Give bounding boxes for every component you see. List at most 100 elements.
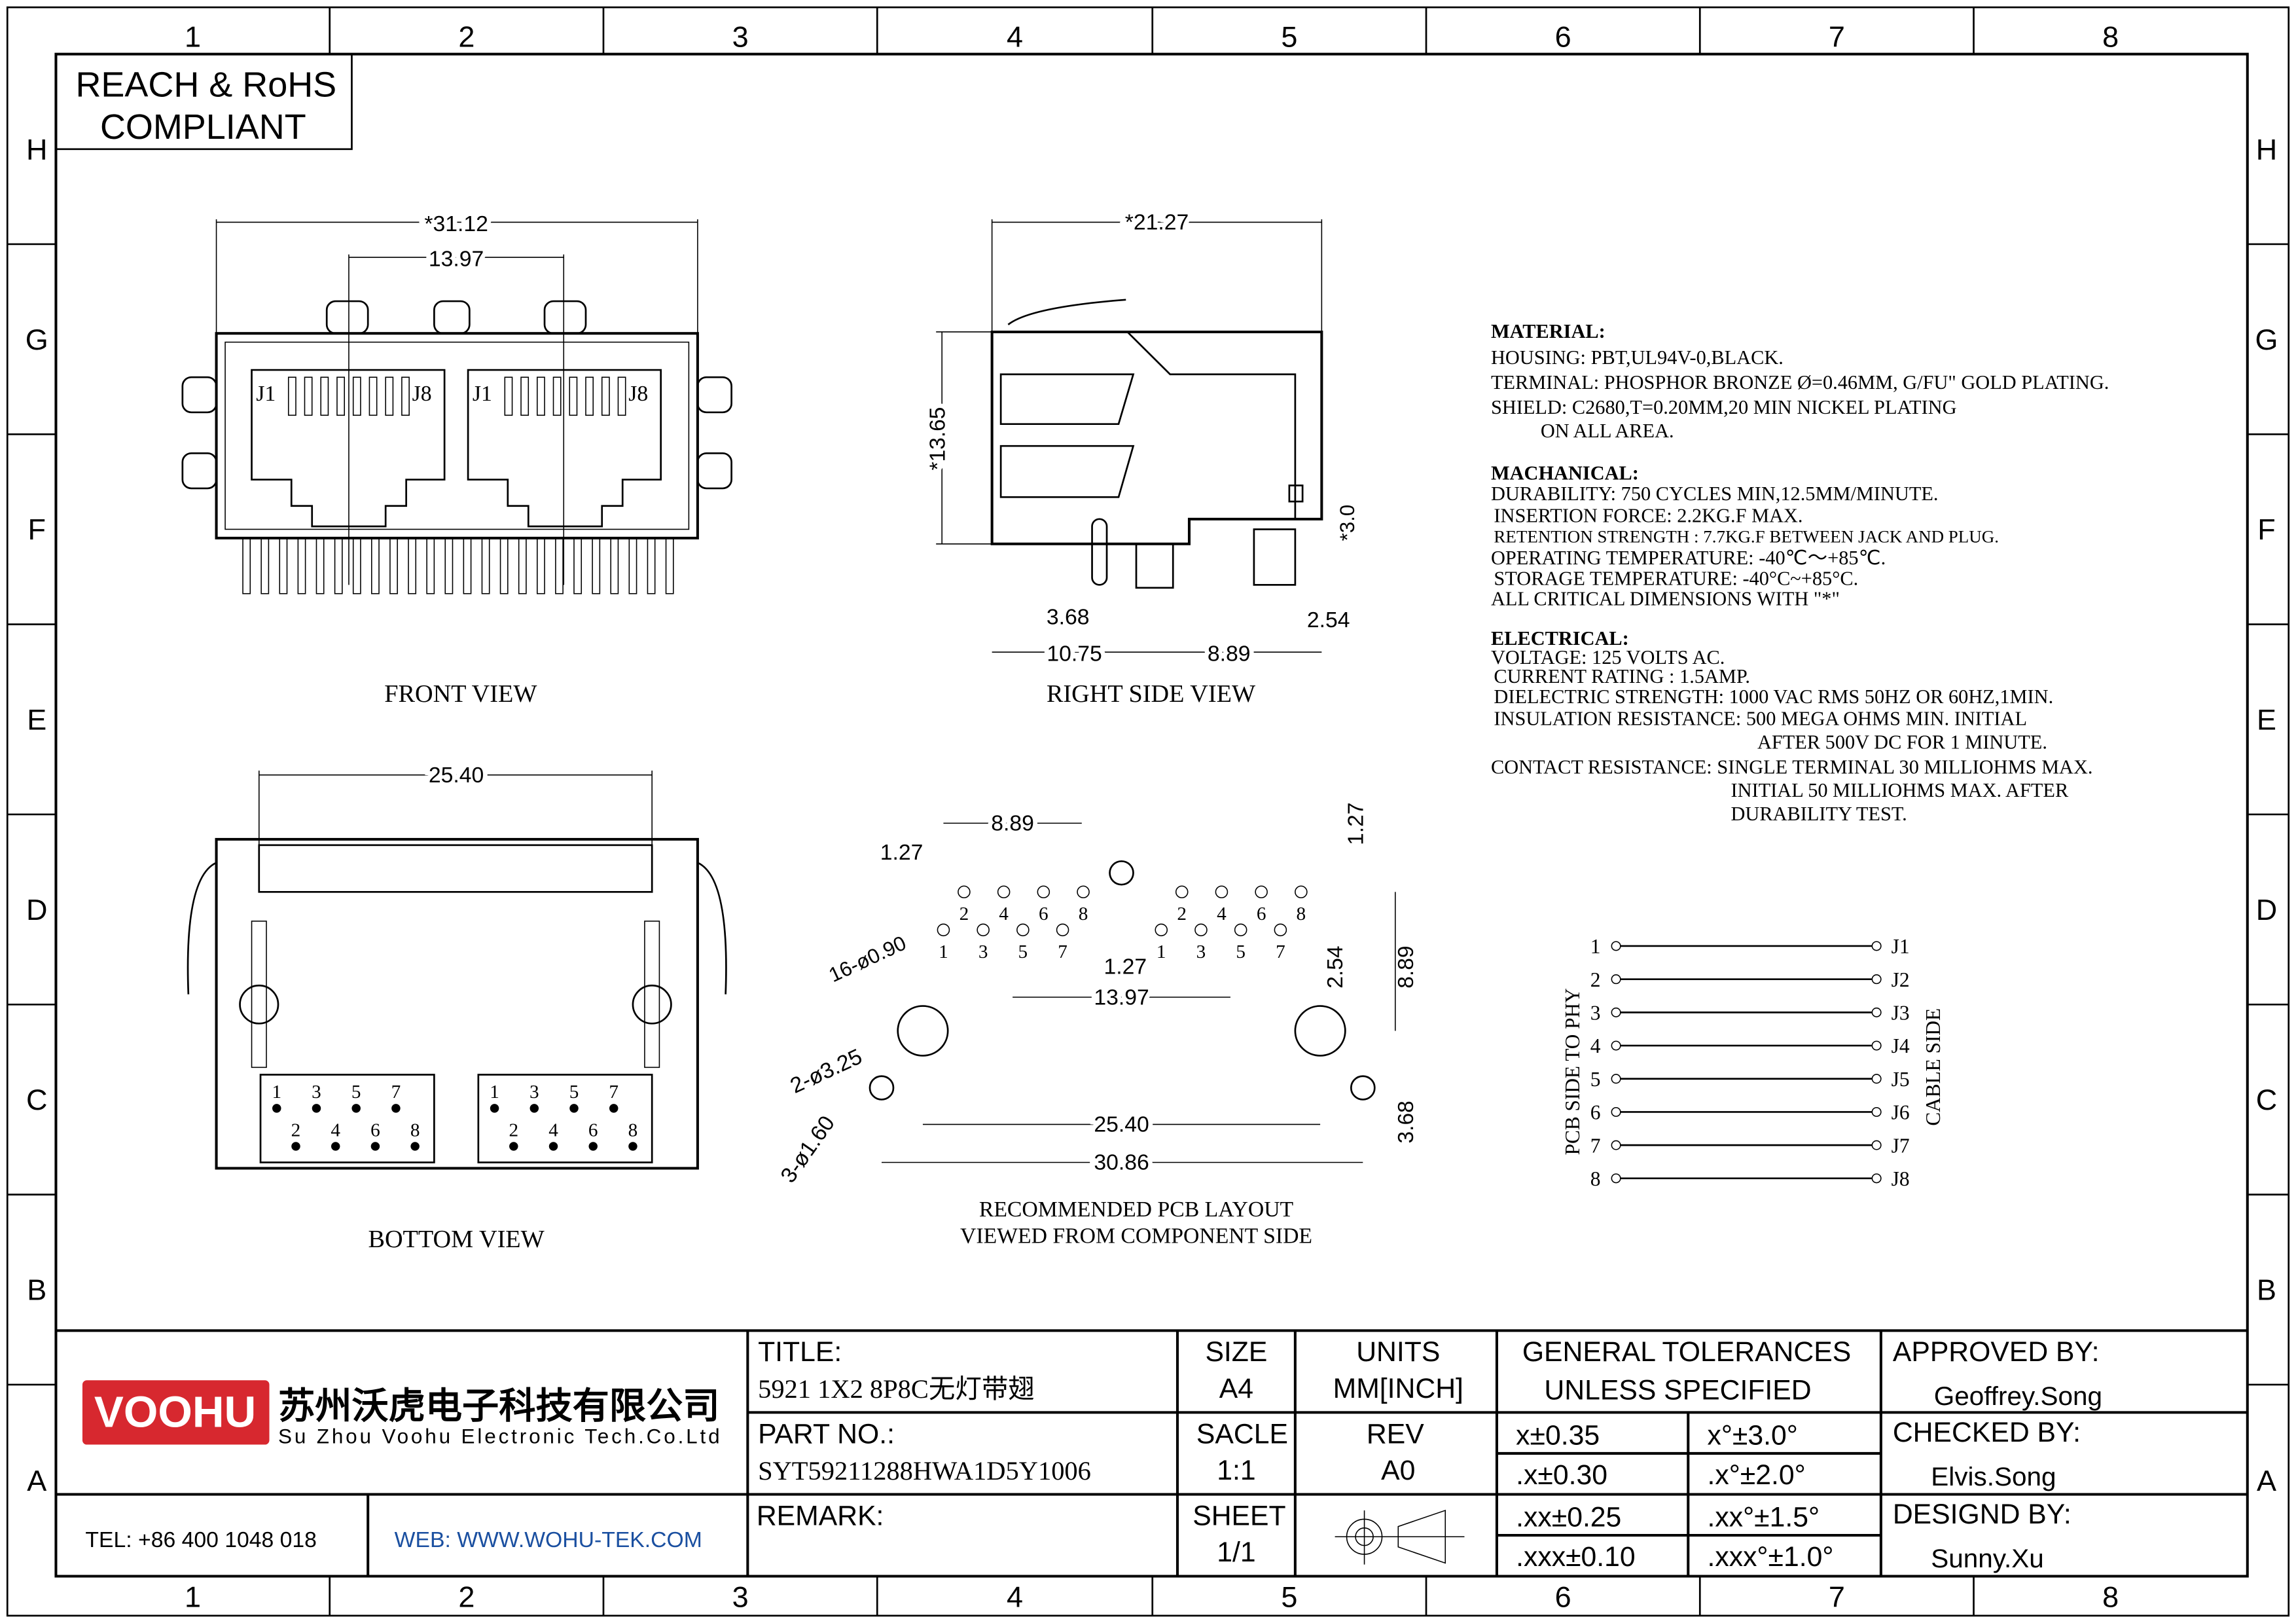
bottom-pin-number: 7 xyxy=(609,1082,619,1103)
schematic-pin-right: J8 xyxy=(1892,1167,1910,1190)
bottom-pin-number: 2 xyxy=(509,1120,518,1140)
pcb-pin-number: 3 xyxy=(1196,941,1206,962)
electrical-title: ELECTRICAL: xyxy=(1491,627,1629,649)
grid-column-label: 7 xyxy=(1829,1581,1845,1614)
pcb-layout: 8.89 1.27 1.27 1.27 16-ø0.90 13.97 2.54 … xyxy=(776,803,1418,1249)
dim-pcb-30-86: 30.86 xyxy=(1094,1151,1149,1175)
dim-small-holes: 3-ø1.60 xyxy=(776,1112,840,1188)
part-no-value: SYT59211288HWA1D5Y1006 xyxy=(758,1456,1091,1486)
rev-label: REV xyxy=(1367,1418,1424,1450)
mechanical-title: MACHANICAL: xyxy=(1491,462,1639,484)
dim-pcb-2-54: 2.54 xyxy=(1323,946,1348,989)
schematic-right-label: CABLE SIDE xyxy=(1922,1008,1945,1126)
grid-row-label: H xyxy=(26,134,47,166)
pcb-pin-number: 3 xyxy=(978,941,988,962)
spec-line: AFTER 500V DC FOR 1 MINUTE. xyxy=(1757,731,2047,754)
grid-column-label: 6 xyxy=(1555,1581,1571,1614)
dim-mount-holes: 2-ø3.25 xyxy=(787,1045,866,1099)
company-tel: TEL: +86 400 1048 018 xyxy=(85,1528,316,1552)
bottom-pin-number: 1 xyxy=(272,1082,281,1103)
scale-label: SACLE xyxy=(1196,1418,1288,1450)
grid-row-label: A xyxy=(27,1465,46,1497)
grid-row-label: H xyxy=(2256,134,2277,166)
size-label: SIZE xyxy=(1205,1336,1267,1368)
pcb-pin-number: 1 xyxy=(1157,941,1166,962)
pcb-pin-number: 4 xyxy=(999,903,1009,924)
grid-column-label: 8 xyxy=(2102,21,2119,54)
right-side-view-label: RIGHT SIDE VIEW xyxy=(1047,680,1255,708)
dim-8-89: 8.89 xyxy=(1208,642,1251,666)
pcb-label-line2: VIEWED FROM COMPONENT SIDE xyxy=(960,1224,1312,1248)
units-value: MM[INCH] xyxy=(1333,1373,1463,1404)
spec-line: HOUSING: PBT,UL94V-0,BLACK. xyxy=(1491,346,1784,369)
spec-line: OPERATING TEMPERATURE: -40℃～+85℃. xyxy=(1491,547,1886,569)
schematic-pin-left: 2 xyxy=(1590,968,1601,991)
front-pin-label-j1-left: J1 xyxy=(256,382,276,406)
tolerance-angular: .xxx°±1.0° xyxy=(1708,1541,1834,1573)
front-view-label: FRONT VIEW xyxy=(384,680,537,708)
grid-row-label: G xyxy=(2255,323,2278,356)
bottom-pin-number: 7 xyxy=(391,1082,401,1103)
title-label: TITLE: xyxy=(758,1336,842,1368)
dim-pcb-25-40: 25.40 xyxy=(1094,1113,1149,1137)
pcb-pin-number: 2 xyxy=(1177,903,1187,924)
schematic-left-label: PCB SIDE TO PHY xyxy=(1561,988,1584,1155)
schematic-pin-right: J7 xyxy=(1892,1134,1910,1157)
front-view: *31.12 13.97 J1 J8 J1 J8 FRONT VIEW xyxy=(181,208,732,708)
pcb-pin-number: 8 xyxy=(1079,903,1088,924)
grid-column-label: 2 xyxy=(458,21,475,54)
dim-3-0: *3.0 xyxy=(1336,505,1359,541)
sheet-value: 1/1 xyxy=(1217,1537,1255,1568)
bottom-pin-number: 5 xyxy=(351,1082,361,1103)
title-block: VOOHU 苏州沃虎电子科技有限公司 Su Zhou Voohu Electro… xyxy=(56,1329,2248,1577)
checked-label: CHECKED BY: xyxy=(1893,1417,2081,1448)
bottom-pin-number: 3 xyxy=(312,1082,321,1103)
dim-pcb-1-27c: 1.27 xyxy=(1104,955,1147,979)
schematic-pin-left: 1 xyxy=(1590,935,1601,958)
dim-pcb-1-27a: 1.27 xyxy=(880,841,924,865)
schematic-pin-right: J4 xyxy=(1892,1034,1910,1057)
grid-column-label: 7 xyxy=(1829,21,1845,54)
logo-text: VOOHU xyxy=(94,1388,256,1437)
schematic-pin-right: J6 xyxy=(1892,1101,1910,1124)
dim-pcb-8-89: 8.89 xyxy=(991,812,1034,836)
grid-column-label: 5 xyxy=(1281,21,1297,54)
size-value: A4 xyxy=(1219,1373,1253,1404)
tolerance-linear: .xxx±0.10 xyxy=(1516,1541,1635,1573)
dim-depth: *21.27 xyxy=(1125,211,1189,235)
grid-row-label: B xyxy=(2257,1274,2276,1307)
pcb-pin-number: 7 xyxy=(1276,941,1285,962)
spec-line: INSERTION FORCE: 2.2KG.F MAX. xyxy=(1494,504,1803,526)
grid-column-label: 1 xyxy=(185,1581,201,1614)
designed-label: DESIGND BY: xyxy=(1893,1499,2072,1530)
bottom-pin-number: 6 xyxy=(370,1120,380,1140)
pcb-pin-number: 2 xyxy=(960,903,969,924)
dim-2-54: 2.54 xyxy=(1307,608,1350,632)
grid-row-label: F xyxy=(2257,513,2275,546)
bottom-pin-number: 8 xyxy=(410,1120,420,1140)
grid-row-label: A xyxy=(2257,1465,2276,1497)
bottom-pin-number: 4 xyxy=(331,1120,340,1140)
grid-column-label: 6 xyxy=(1555,21,1571,54)
spec-line: INITIAL 50 MILLIOHMS MAX. AFTER xyxy=(1731,779,2069,801)
schematic-pin-left: 7 xyxy=(1590,1134,1601,1157)
approved-value: Geoffrey.Song xyxy=(1934,1381,2102,1411)
spec-line: RETENTION STRENGTH : 7.7KG.F BETWEEN JAC… xyxy=(1494,527,1999,547)
grid-column-label: 3 xyxy=(732,1581,749,1614)
rev-value: A0 xyxy=(1381,1455,1415,1486)
front-pin-label-j1-right: J1 xyxy=(473,382,492,406)
compliance-line1: REACH & RoHS xyxy=(75,65,336,105)
spec-line: SHIELD: C2680,T=0.20MM,20 MIN NICKEL PLA… xyxy=(1491,396,1957,418)
pcb-pin-number: 5 xyxy=(1236,941,1246,962)
spec-line: TERMINAL: PHOSPHOR BRONZE Ø=0.46MM, G/FU… xyxy=(1491,371,2109,393)
spec-line: ALL CRITICAL DIMENSIONS WITH "*" xyxy=(1491,588,1840,610)
schematic-pin-left: 5 xyxy=(1590,1068,1601,1091)
company-web-link[interactable]: WEB: WWW.WOHU-TEK.COM xyxy=(395,1528,702,1552)
company-name-cn: 苏州沃虎电子科技有限公司 xyxy=(278,1385,720,1427)
pcb-label-line1: RECOMMENDED PCB LAYOUT xyxy=(979,1197,1293,1222)
grid-column-label: 2 xyxy=(458,1581,475,1614)
front-pin-label-j8-right: J8 xyxy=(628,382,648,406)
schematic-pin-right: J1 xyxy=(1892,935,1910,958)
spec-line: ON ALL AREA. xyxy=(1491,420,1674,442)
